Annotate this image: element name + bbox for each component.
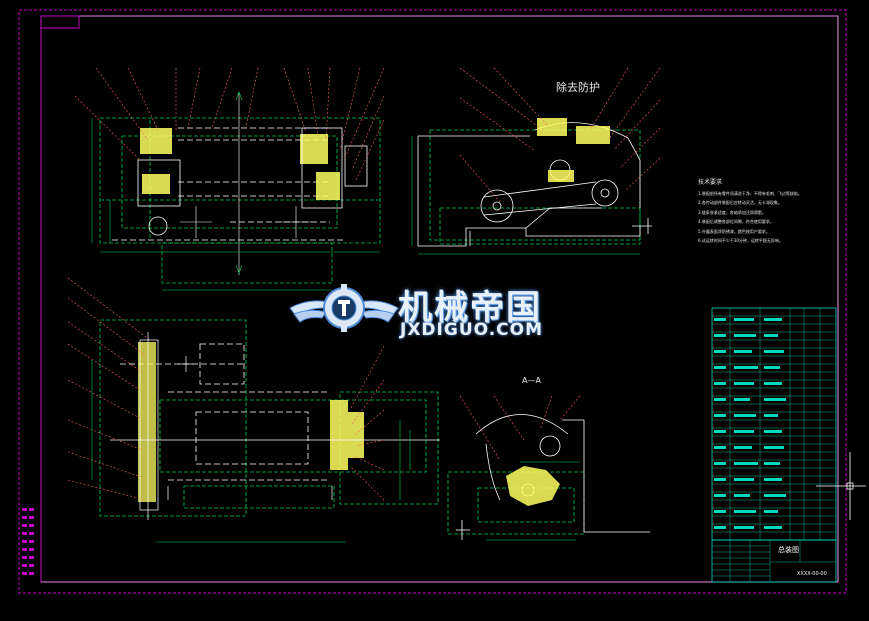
margin-marks	[22, 508, 34, 575]
notes-line: 1.装配前所有零件须清洗干净，不得有毛刺、飞边等缺陷。	[698, 190, 802, 196]
view-title: 除去防护	[556, 81, 600, 94]
section-view-a-a[interactable]	[447, 395, 650, 541]
parts-list-table[interactable]	[711, 307, 837, 541]
drawing-code: XXXX-00-00	[797, 571, 827, 577]
top-view[interactable]	[67, 277, 440, 543]
watermark-english: JXDIGUO.COM	[400, 320, 544, 340]
drawing-name: 总装图	[778, 546, 799, 554]
notes-line: 3.链条张紧适度，各轴承加注润滑脂。	[698, 209, 766, 215]
notes-line: 2.各传动部件装配后应转动灵活，无卡滞现象。	[698, 200, 782, 205]
notes-title: 技术要求	[698, 179, 723, 186]
winged-gear-icon	[289, 284, 399, 332]
crosshair-cursor	[816, 452, 866, 520]
watermark-chinese: 机械帝国	[398, 288, 542, 328]
notes-line: 5.外露表面涂防锈漆，颜色按用户要求。	[698, 228, 770, 234]
section-title: A—A	[522, 376, 541, 385]
title-block[interactable]	[711, 539, 837, 583]
sheet-border	[18, 9, 847, 594]
front-view[interactable]	[74, 67, 385, 291]
notes-line: 6.试运转时间不少于30分钟，运转平稳无异响。	[698, 238, 783, 243]
side-view[interactable]	[411, 67, 661, 255]
watermark-logo: 机械帝国 JXDIGUO.COM	[288, 278, 588, 344]
notes-line: 4.装配后调整各部位间隙，符合使用要求。	[698, 219, 774, 224]
technical-notes: 技术要求 1.装配前所有零件须清洗干净，不得有毛刺、飞边等缺陷。 2.各传动部件…	[698, 178, 828, 246]
